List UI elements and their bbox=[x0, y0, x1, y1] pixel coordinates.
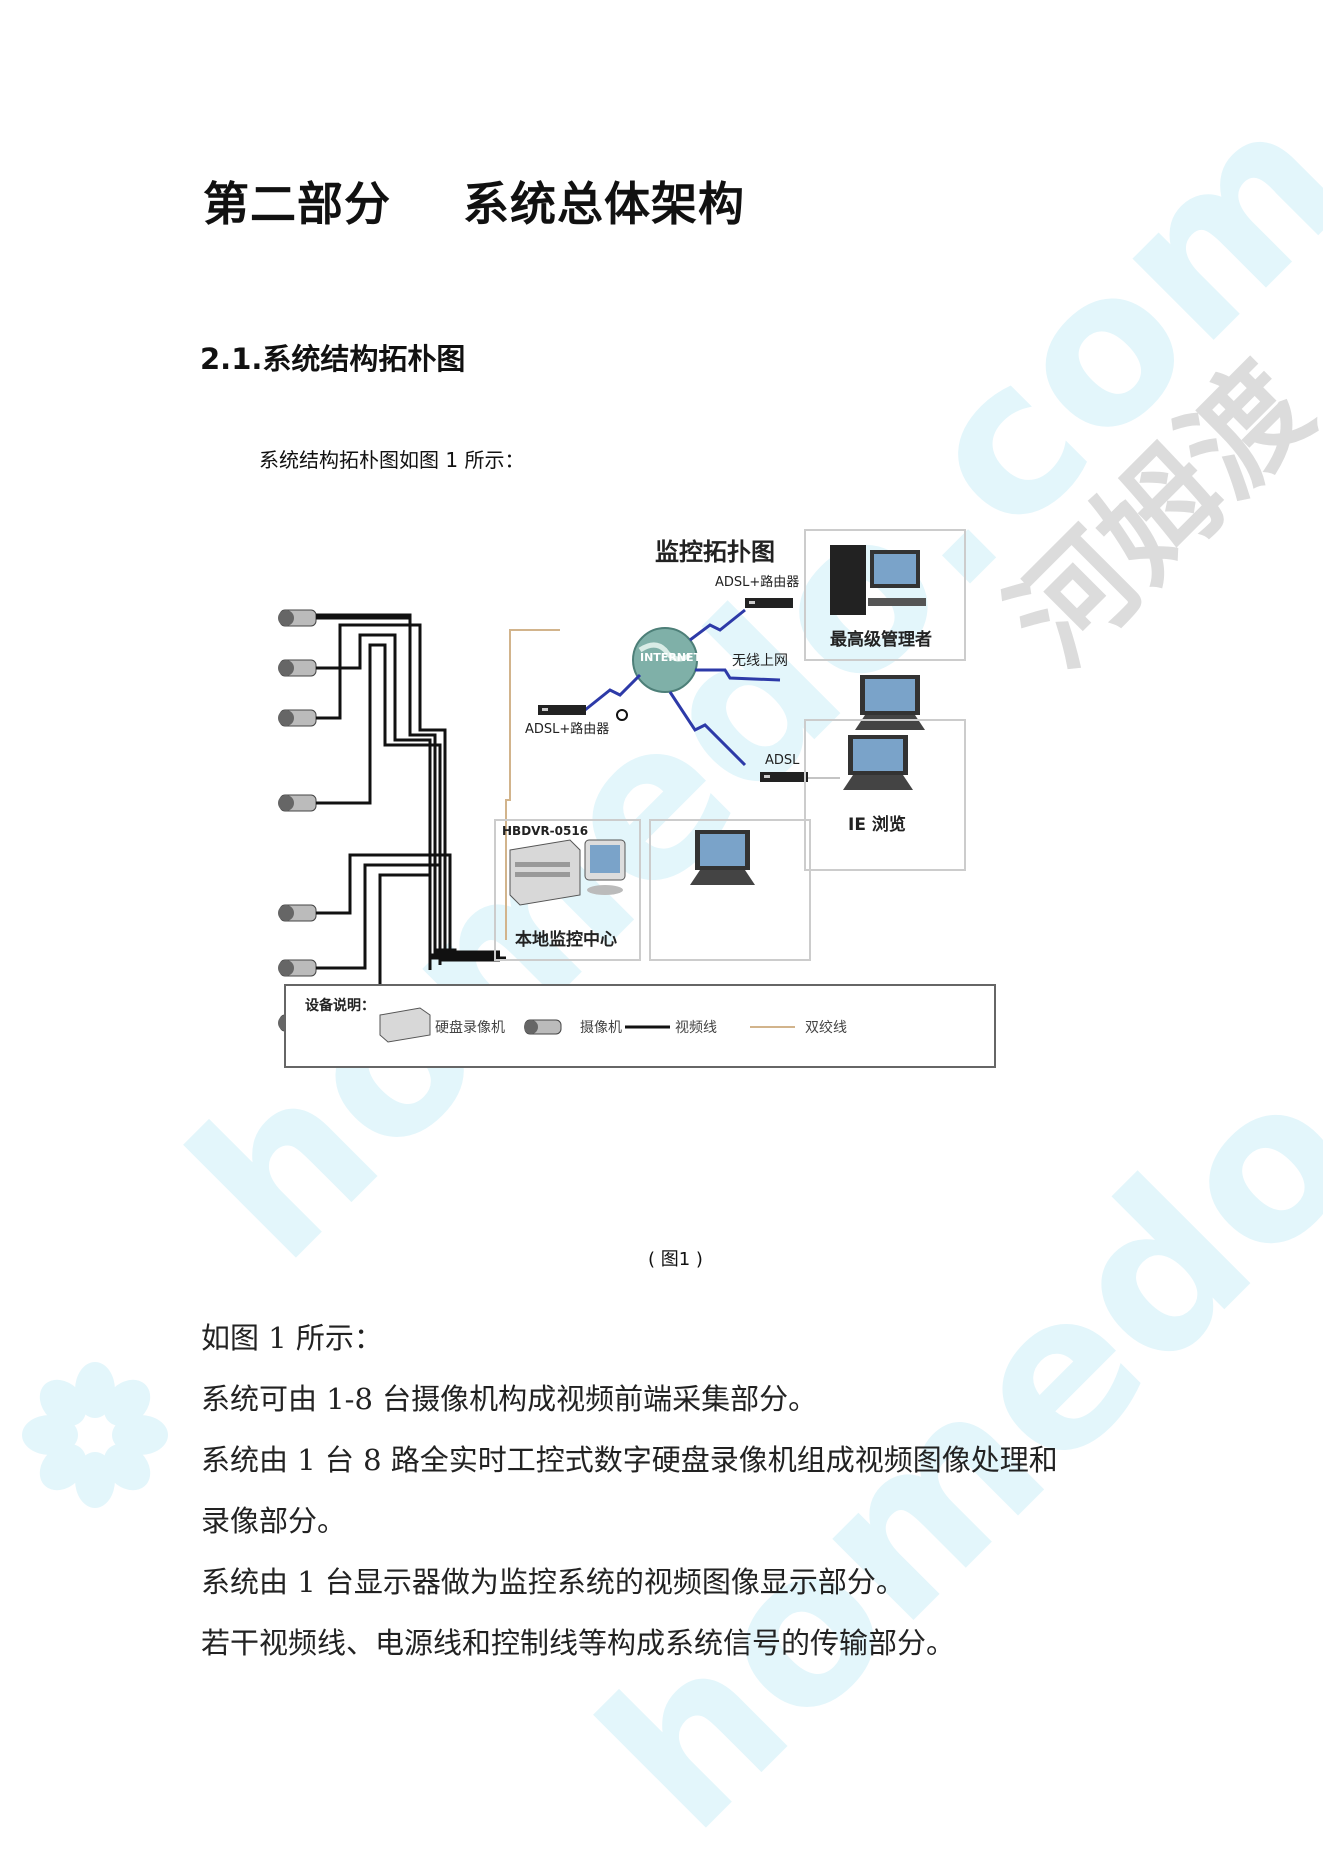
monitor-icon bbox=[584, 839, 626, 895]
adsl-router-icon bbox=[745, 598, 793, 608]
camera-icon bbox=[278, 709, 317, 727]
intro-text: 系统结构拓朴图如图 1 所示： bbox=[259, 448, 525, 472]
adsl-modem-icon bbox=[760, 772, 808, 782]
legend-video-label: 视频线 bbox=[675, 1020, 717, 1036]
camera-icon bbox=[278, 659, 317, 677]
part-label: 第二部分 bbox=[203, 177, 391, 231]
desktop-computer-icon bbox=[830, 545, 926, 615]
dvr-icon bbox=[509, 839, 581, 906]
page-title: 第二部分 系统总体架构 bbox=[203, 168, 745, 234]
twisted-pair-line bbox=[505, 629, 560, 940]
laptop-icon bbox=[690, 830, 755, 885]
adsl-label: ADSL bbox=[765, 753, 800, 768]
adsl-router-top-label: ADSL+路由器 bbox=[715, 574, 799, 590]
body-paragraph: 系统由 1 台 8 路全实时工控式数字硬盘录像机组成视频图像处理和 bbox=[201, 1443, 1058, 1477]
body-paragraph: 系统由 1 台显示器做为监控系统的视频图像显示部分。 bbox=[201, 1565, 905, 1599]
legend-twisted-pair-label: 双绞线 bbox=[805, 1019, 847, 1036]
legend-camera-label: 摄像机 bbox=[580, 1020, 622, 1036]
ie-label: IE 浏览 bbox=[848, 814, 906, 835]
adsl-router-icon bbox=[538, 705, 586, 715]
link-wireless bbox=[695, 668, 781, 682]
local-center-box bbox=[494, 819, 641, 961]
body-text: 如图 1 所示： 系统可由 1-8 台摄像机构成视频前端采集部分。 系统由 1 … bbox=[201, 1308, 1151, 1674]
legend-dvr-icon bbox=[379, 1007, 431, 1043]
camera-icon bbox=[278, 959, 317, 977]
body-paragraph: 系统可由 1-8 台摄像机构成视频前端采集部分。 bbox=[201, 1382, 818, 1416]
part-title: 系统总体架构 bbox=[463, 177, 745, 231]
camera-icon bbox=[278, 609, 317, 627]
camera-icon bbox=[278, 794, 317, 812]
laptop-icon bbox=[855, 675, 925, 730]
ie-box bbox=[804, 719, 966, 871]
video-cable-bundle bbox=[316, 613, 506, 1025]
internet-label: INTERNET bbox=[640, 651, 702, 664]
legend-dvr-label: 硬盘录像机 bbox=[435, 1019, 505, 1036]
watermark-flower-logo bbox=[22, 1362, 168, 1508]
laptop-icon bbox=[843, 735, 913, 790]
link-to-adsl bbox=[668, 691, 747, 767]
dvr-model-label: HBDVR-0516 bbox=[502, 824, 588, 838]
adsl-router-left-label: ADSL+路由器 bbox=[525, 721, 609, 737]
diagram-title: 监控拓扑图 bbox=[655, 538, 775, 566]
link-to-admin bbox=[689, 608, 746, 642]
topology-diagram: 监控拓扑图 INTERNET ADSL+路由器 ADSL+路由器 无线上网 bbox=[278, 529, 996, 1068]
admin-box bbox=[804, 529, 966, 661]
body-paragraph: 若干视频线、电源线和控制线等构成系统信号的传输部分。 bbox=[201, 1626, 956, 1660]
legend-camera-icon bbox=[524, 1019, 562, 1035]
camera-icon bbox=[278, 904, 317, 922]
connection-node bbox=[616, 709, 628, 721]
wireless-label: 无线上网 bbox=[732, 653, 788, 669]
admin-label: 最高级管理者 bbox=[830, 629, 932, 650]
body-paragraph: 如图 1 所示： bbox=[201, 1321, 383, 1355]
body-paragraph: 录像部分。 bbox=[201, 1504, 347, 1538]
figure-caption: ( 图1 ) bbox=[648, 1249, 703, 1270]
section-title: 2.1.系统结构拓朴图 bbox=[200, 342, 466, 376]
internet-globe-icon: INTERNET bbox=[632, 627, 702, 693]
legend-title: 设备说明： bbox=[305, 997, 375, 1014]
local-center-label: 本地监控中心 bbox=[515, 929, 617, 950]
local-laptop-box bbox=[649, 819, 811, 961]
link-to-left-router bbox=[584, 673, 642, 712]
